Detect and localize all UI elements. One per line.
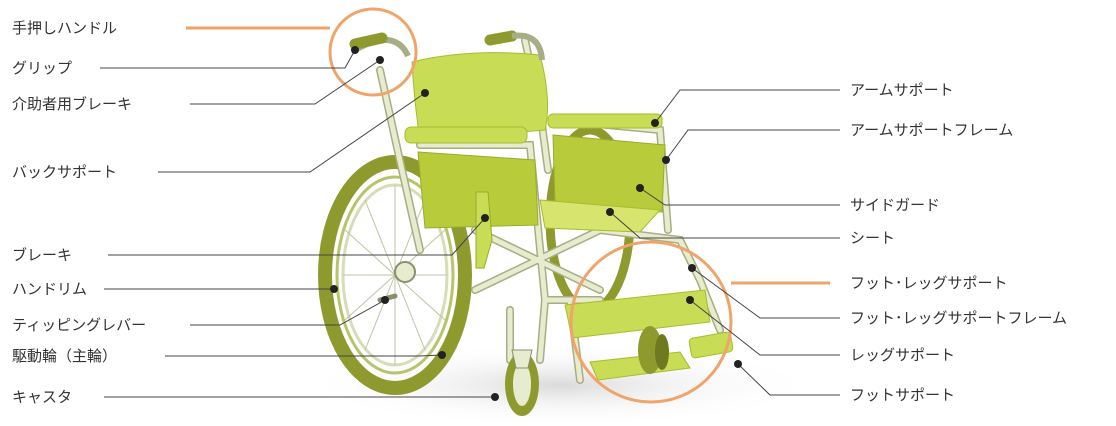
label-arm-support-frame: アームサポートフレーム [850,121,1013,139]
right-arm-support-graphic [548,114,662,128]
arm-support-dot [651,119,659,127]
tipping-lever-leader [190,300,385,325]
handrim-dot [330,285,338,293]
seat-dot [606,208,614,216]
grip-dot [351,46,359,54]
label-tipping-lever: ティッピングレバー [12,316,146,334]
grip-leader [100,50,355,68]
attendant-brake-leader [190,60,380,104]
caster-dot [491,393,499,401]
arm-support-frame-leader [666,130,840,160]
side-guard-dot [636,184,644,192]
label-foot-support: フットサポート [850,386,955,404]
label-foot-leg-support-frame: フット･レッグサポートフレーム [850,309,1067,327]
left-arm-support-graphic [405,127,527,143]
label-back-support: バックサポート [12,163,117,181]
label-arm-support: アームサポート [850,81,954,99]
label-grip: グリップ [12,59,72,77]
side-guard-leader [640,188,840,205]
attendant-brake-dot [376,56,384,64]
label-caster: キャスタ [12,388,72,406]
leg-support-dot [686,296,694,304]
label-side-guard: サイドガード [850,196,940,214]
right-side-guard-graphic [553,135,665,212]
tipping-lever-dot [381,296,389,304]
arm-support-leader [655,90,840,123]
label-foot-leg-support: フット･レッグサポート [850,274,1008,292]
label-brake: ブレーキ [12,246,72,264]
arm-support-frame-dot [662,156,670,164]
foot-leg-support-frame-dot [688,264,696,272]
label-hand-push-handle: 手押しハンドル [12,19,117,37]
back-support-dot [421,89,429,97]
label-attendant-brake: 介助者用ブレーキ [12,95,132,113]
foot-support-dot [734,360,742,368]
label-seat: シート [850,229,895,247]
label-drive-wheel: 駆動輪（主輪） [12,347,117,365]
label-handrim: ハンドリム [12,280,87,298]
brake-dot [481,214,489,222]
drive-wheel-dot [438,351,446,359]
label-leg-support: レッグサポート [850,346,955,364]
